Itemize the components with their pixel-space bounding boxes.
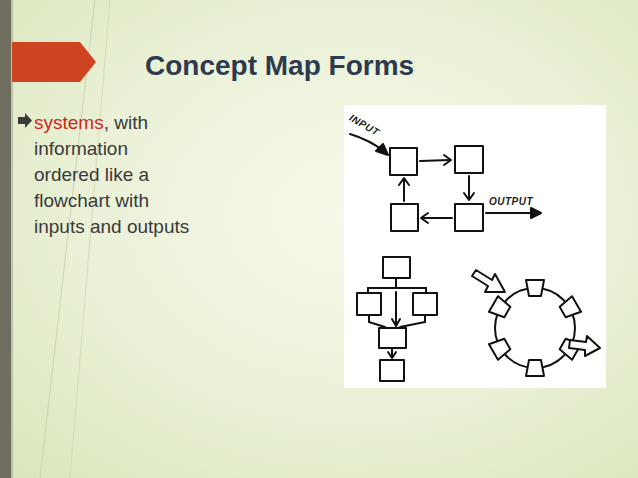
- loop-sketch: [350, 134, 541, 231]
- output-label: OUTPUT: [489, 196, 533, 207]
- cycle-segment: [558, 296, 581, 320]
- bullet-arrow: [18, 113, 32, 128]
- title-tab: [12, 42, 96, 82]
- illustration-panel: [344, 105, 606, 388]
- cycle-segment: [526, 360, 544, 376]
- slide-title: Concept Map Forms: [145, 50, 414, 82]
- tree-sketch: [357, 257, 437, 381]
- cycle-segment: [526, 280, 544, 296]
- highlight-word: systems: [34, 112, 104, 133]
- cycle-segment: [489, 336, 512, 360]
- cycle-segment: [489, 296, 512, 320]
- side-strip: [0, 0, 11, 478]
- bullet-text: systems, with information ordered like a…: [34, 110, 194, 240]
- cycle-sketch: [472, 270, 600, 376]
